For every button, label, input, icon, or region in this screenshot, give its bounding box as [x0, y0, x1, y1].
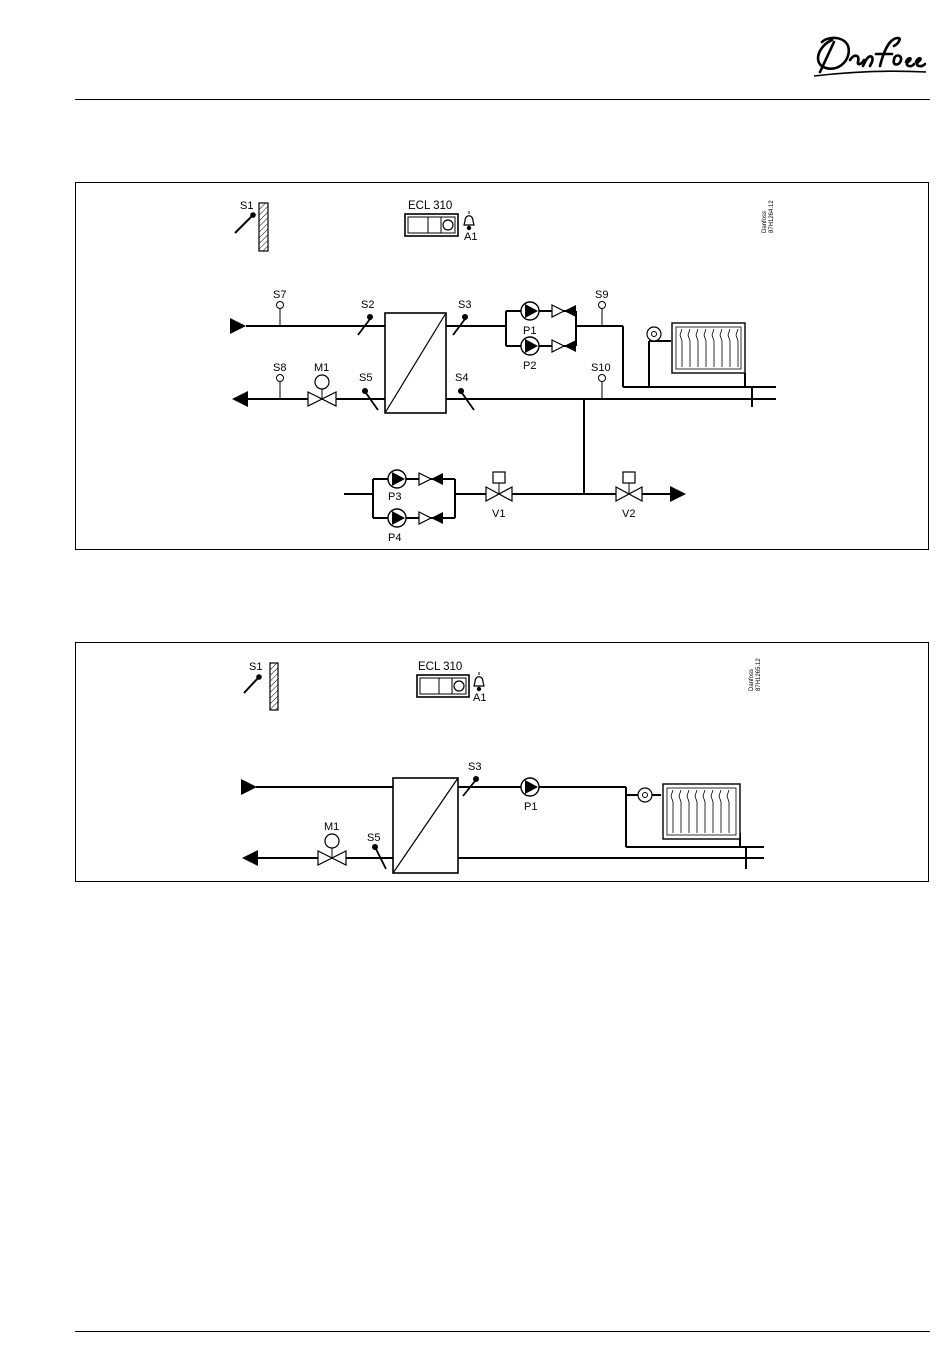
pump-p1 [521, 302, 539, 320]
pump-p2 [521, 337, 539, 355]
label-a1: A1 [464, 231, 477, 243]
thermostatic-valve [647, 327, 661, 341]
label-s1: S1 [240, 200, 253, 212]
motorized-valve-m1 [308, 375, 336, 406]
label-s8: S8 [273, 362, 286, 374]
primary-return-arrow [232, 391, 248, 407]
controller-label: ECL 310 [418, 661, 462, 673]
heat-exchanger [393, 778, 458, 873]
label-v1: V1 [492, 508, 505, 520]
drawing-code-brand: Danfoss [762, 211, 768, 233]
drawing-code-number: 87H1265.12 [756, 658, 762, 691]
label-p4: P4 [388, 532, 401, 544]
sensor-s5 [372, 844, 386, 869]
check-valve-p2 [552, 340, 576, 352]
ecl-controller-icon [405, 214, 458, 236]
motorized-valve-m1 [318, 834, 346, 865]
alarm-bell-icon [464, 211, 474, 230]
check-valve-p1 [552, 305, 576, 317]
label-s2: S2 [361, 299, 374, 311]
label-v2: V2 [622, 508, 635, 520]
footer-rule [75, 1331, 930, 1332]
label-s3: S3 [458, 299, 471, 311]
pump-group-p1-p2 [506, 311, 576, 346]
pump-p1 [521, 778, 539, 796]
sensor-s3 [453, 314, 468, 335]
heat-exchanger [385, 313, 446, 413]
sensor-s9 [599, 302, 606, 327]
label-m1: M1 [314, 362, 329, 374]
label-s4: S4 [455, 372, 468, 384]
label-p3: P3 [388, 491, 401, 503]
sensor-s2 [358, 314, 373, 335]
drawing-code-brand: Danfoss [749, 669, 755, 691]
solenoid-valve-v1 [486, 472, 512, 501]
label-p1: P1 [523, 325, 536, 337]
label-m1: M1 [324, 821, 339, 833]
primary-return-arrow [242, 850, 258, 866]
sensor-s8 [277, 375, 284, 400]
sensor-s10 [599, 375, 606, 400]
danfoss-logo [808, 26, 930, 82]
solenoid-valve-v2 [616, 472, 642, 501]
label-a1: A1 [473, 692, 486, 704]
pump-p4 [388, 509, 406, 527]
label-s5: S5 [359, 372, 372, 384]
label-p1: P1 [524, 801, 537, 813]
thermostatic-valve [638, 788, 652, 802]
diagram-1: S1 ECL 310 A1 Danfoss 87H1264.12 S7 S2 [75, 182, 929, 550]
label-s10: S10 [591, 362, 611, 374]
alarm-bell-icon [474, 672, 484, 691]
label-s5: S5 [367, 832, 380, 844]
ecl-controller-icon [417, 675, 469, 697]
radiator [663, 784, 740, 839]
sensor-s7 [277, 302, 284, 327]
label-s3: S3 [468, 761, 481, 773]
check-valve-p4 [419, 512, 443, 524]
label-s9: S9 [595, 289, 608, 301]
label-s1: S1 [249, 661, 262, 673]
controller-label: ECL 310 [408, 200, 452, 212]
makeup-outlet-arrow [670, 486, 686, 502]
check-valve-p3 [419, 473, 443, 485]
label-s7: S7 [273, 289, 286, 301]
radiator [672, 323, 745, 373]
pump-p3 [388, 470, 406, 488]
drawing-code-number: 87H1264.12 [769, 200, 775, 233]
label-p2: P2 [523, 360, 536, 372]
diagram-2: S1 ECL 310 A1 Danfoss 87H1265.12 M1 [75, 642, 929, 882]
header-rule [75, 99, 930, 100]
primary-supply-arrow [230, 318, 246, 334]
primary-supply-arrow [241, 779, 257, 795]
